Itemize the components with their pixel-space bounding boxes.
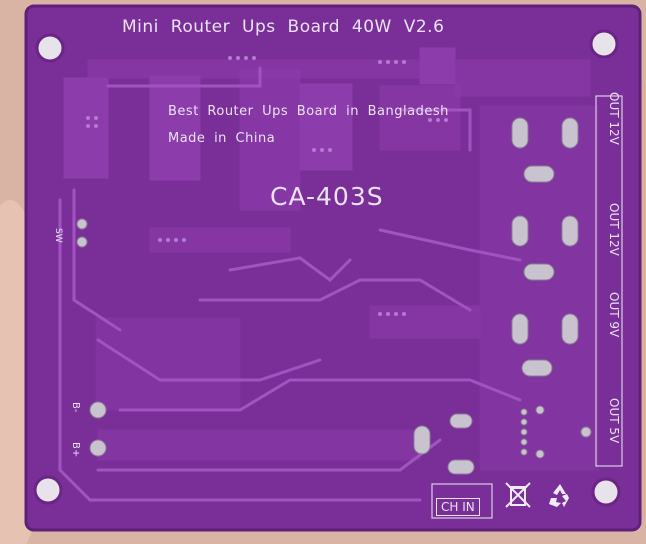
silkscreen-outlines xyxy=(431,95,623,519)
pcb-edge xyxy=(24,4,642,532)
output-label-2: OUT 12V xyxy=(607,203,621,256)
board-title: Mini Router Ups Board 40W V2.6 xyxy=(122,17,445,37)
board-tagline: Best Router Ups Board in Bangladesh xyxy=(168,104,449,119)
battery-plus-label: B+ xyxy=(70,442,81,458)
battery-minus-label: B- xyxy=(70,402,81,413)
crossed-bin-icon xyxy=(503,480,533,516)
mounting-holes xyxy=(33,29,621,507)
board-model: CA-403S xyxy=(270,182,384,211)
output-label-1: OUT 12V xyxy=(607,92,621,145)
trace-lines xyxy=(58,66,522,502)
output-label-3: OUT 9V xyxy=(607,292,621,338)
recycle-icon xyxy=(545,480,575,516)
switch-label: SW xyxy=(53,228,63,243)
vias xyxy=(86,56,448,316)
solder-pads xyxy=(76,117,592,475)
output-label-4: OUT 5V xyxy=(607,398,621,444)
board-origin: Made in China xyxy=(168,131,276,146)
copper-traces xyxy=(63,47,599,471)
charge-in-label: CH IN xyxy=(436,498,480,516)
